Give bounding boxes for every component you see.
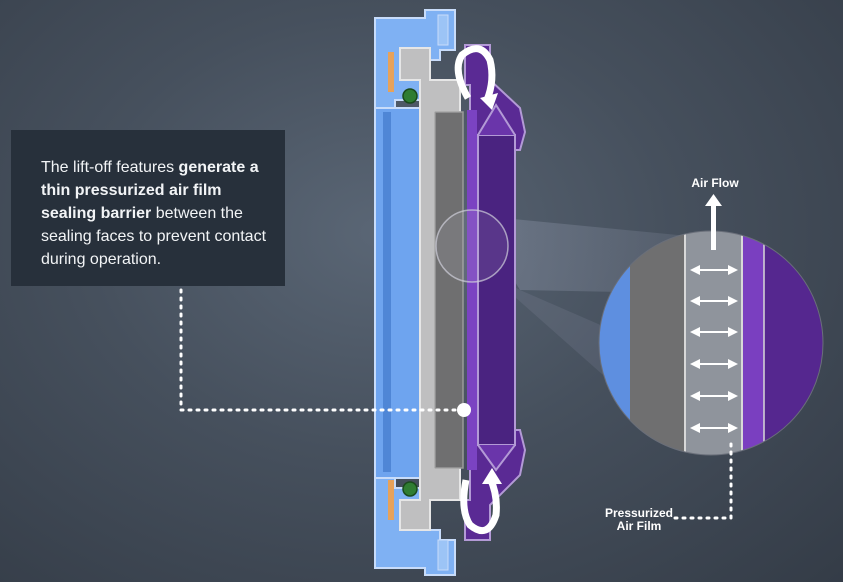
air-flow-arrow [705, 194, 722, 250]
rotor [464, 44, 527, 541]
stator [399, 47, 464, 531]
air-film-arrows [690, 265, 738, 433]
air-flow-label: Air Flow [691, 176, 739, 190]
description-text: The lift-off features generate a thin pr… [41, 156, 271, 271]
magnifier-source-circle [435, 209, 509, 283]
magnifier-cone-lower [490, 275, 620, 390]
description-callout: The lift-off features generate a thin pr… [11, 130, 285, 286]
spring-bottom [388, 480, 394, 520]
leader-dot [457, 403, 471, 417]
leader-lines [179, 288, 733, 520]
rotation-arrow-bottom [460, 468, 502, 535]
o-ring-bottom [402, 481, 418, 497]
housing [374, 9, 456, 576]
spring-top [388, 52, 394, 92]
description-text-part1: The lift-off features [41, 159, 179, 176]
description-text-bold: generate a thin pressurized air film sea… [41, 159, 259, 222]
o-ring-top [402, 88, 418, 104]
pressurized-label-line1: Pressurized [604, 506, 674, 520]
pressurized-label-line2: Air Film [616, 519, 662, 533]
pressurized-air-film-label: Pressurized Air Film [594, 507, 684, 533]
rotation-arrow-top [454, 45, 498, 110]
description-text-part2: between the sealing faces to prevent con… [41, 205, 267, 268]
